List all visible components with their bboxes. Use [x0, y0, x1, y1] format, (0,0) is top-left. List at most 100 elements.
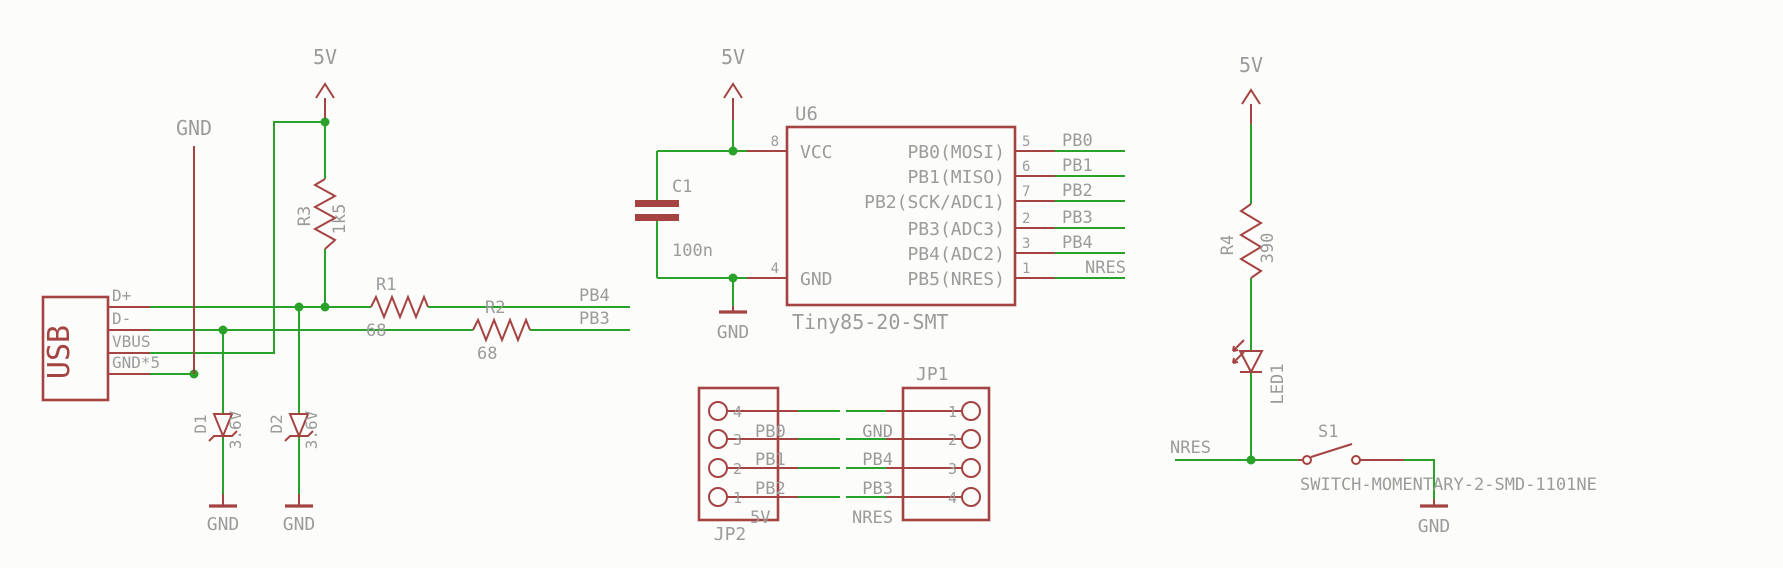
net-label: PB0 [755, 422, 786, 442]
5v-label: 5V [313, 45, 337, 69]
net-label: PB1 [755, 450, 786, 470]
5v-arrow-icon [723, 82, 743, 99]
jp1-pin-circle [961, 458, 981, 478]
jp1-pin-num: 2 [948, 431, 957, 449]
net-wires [150, 118, 1435, 499]
jp1-pin-num: 4 [948, 489, 957, 507]
jp1-pin-circle [961, 401, 981, 421]
net-label: PB1 [1062, 156, 1093, 176]
diode-triangle [288, 413, 310, 439]
net-label: PB3 [862, 479, 893, 499]
s1-value: SWITCH-MOMENTARY-2-SMD-1101NE [1300, 475, 1597, 495]
junction-dot [1246, 455, 1256, 465]
jp1-body [901, 386, 991, 522]
jp2-body [697, 386, 780, 522]
wire-vbus [150, 121, 325, 354]
r3-value: 1k5 [330, 204, 350, 235]
jp2-pin-num: 3 [733, 431, 742, 449]
jp2-pin-circle [708, 429, 728, 449]
r2-name: R2 [485, 298, 505, 318]
5v-arrow-icon [315, 82, 335, 99]
usb-pin-label-vbus: VBUS [112, 332, 151, 351]
header-jp2[interactable]: 4 3 2 1 PB0 PB1 PB2 5V JP2 [697, 386, 798, 545]
power-5v-left[interactable]: 5V [313, 45, 337, 118]
gnd-label: GND [1418, 516, 1451, 537]
resistor-body [312, 178, 338, 250]
ic-pin-name: PB2(SCK/ADC1) [864, 192, 1005, 213]
jp1-pin-circle [961, 429, 981, 449]
resistor-body [472, 317, 531, 343]
led-triangle [1238, 350, 1264, 375]
ic-body [785, 125, 1017, 307]
junction-dot [320, 117, 330, 127]
ic-name: U6 [795, 103, 818, 125]
switch-contact [1351, 455, 1361, 465]
gnd-supply-topleft[interactable]: GND [176, 116, 212, 374]
gnd-label: GND [283, 514, 316, 535]
led-emission-arrow-icon [1232, 351, 1245, 364]
ic-pin-num: 5 [1022, 134, 1030, 150]
r3-name: R3 [295, 206, 315, 226]
c1-name: C1 [672, 177, 692, 197]
capacitor-c1[interactable]: C1 100n [635, 177, 713, 261]
ic-pin-name: PB5(NRES) [907, 269, 1005, 290]
junction-dot [320, 302, 330, 312]
diode-d1[interactable]: D1 3.6V [191, 410, 245, 449]
jp2-pin-num: 2 [733, 460, 742, 478]
5v-arrow-icon [1241, 88, 1261, 105]
net-label: GND [862, 422, 893, 442]
jp2-pin-circle [708, 401, 728, 421]
gnd-symbol-d2[interactable]: GND [283, 494, 316, 535]
ic-pin-name-gnd: GND [800, 269, 833, 290]
r4-name: R4 [1218, 235, 1238, 255]
gnd-symbol-right[interactable]: GND [1418, 499, 1451, 537]
ic-pin-name: PB1(MISO) [907, 167, 1005, 188]
cap-plate-top [635, 200, 679, 207]
jp1-pin-num: 1 [948, 403, 957, 421]
net-label-nres: NRES [1170, 438, 1211, 458]
gnd-symbol-middle[interactable]: GND [717, 306, 750, 343]
ic-pin-num: 4 [771, 261, 779, 277]
usb-connector[interactable]: USB D+ D- VBUS GND*5 [41, 286, 160, 402]
net-label: NRES [1085, 258, 1126, 278]
net-label: NRES [852, 508, 893, 528]
switch-s1[interactable]: S1 SWITCH-MOMENTARY-2-SMD-1101NE [1298, 422, 1597, 495]
usb-body [41, 295, 110, 402]
diode-d2[interactable]: D2 3.6V [267, 410, 321, 449]
d2-name: D2 [267, 414, 286, 433]
net-label: PB3 [1062, 208, 1093, 228]
resistor-body [370, 294, 429, 320]
d1-name: D1 [191, 414, 210, 433]
ic-pin-num: 3 [1022, 236, 1030, 252]
ic-pin-num: 6 [1022, 159, 1030, 175]
jp2-pin-num: 4 [733, 403, 742, 421]
c1-value: 100n [672, 241, 713, 261]
switch-lever [1310, 443, 1353, 458]
resistor-r2[interactable]: R2 68 [472, 298, 531, 364]
switch-contact [1302, 455, 1312, 465]
zener-bar [284, 430, 314, 442]
net-label: 5V [750, 508, 770, 528]
5v-label: 5V [721, 45, 745, 69]
diode-triangle [212, 413, 234, 439]
ic-u6[interactable]: U6 Tiny85-20-SMT 8 4 VCC GND PB0(MOSI) P… [747, 103, 1126, 334]
gnd-label: GND [717, 322, 750, 343]
power-5v-right[interactable]: 5V [1239, 53, 1263, 124]
net-label: PB0 [1062, 131, 1093, 151]
ic-pin-name: PB4(ADC2) [907, 244, 1005, 265]
junction-dot [728, 273, 738, 283]
resistor-r4[interactable]: R4 390 [1218, 203, 1278, 279]
usb-pin-label-dminus: D- [112, 309, 131, 328]
header-jp1[interactable]: JP1 1 2 3 4 GND PB4 PB3 NRES [852, 364, 991, 528]
gnd-symbol-d1[interactable]: GND [207, 494, 240, 535]
junction-dot [294, 302, 304, 312]
ic-pin-num: 7 [1022, 184, 1030, 200]
resistor-r1[interactable]: R1 68 [366, 275, 429, 341]
d2-value: 3.6V [302, 410, 321, 449]
resistor-r3[interactable]: R3 1k5 [295, 178, 350, 250]
ic-pin-name-vcc: VCC [800, 142, 833, 163]
jp2-pin-circle [708, 487, 728, 507]
led-led1[interactable]: LED1 [1232, 339, 1288, 404]
power-5v-middle[interactable]: 5V [721, 45, 745, 120]
